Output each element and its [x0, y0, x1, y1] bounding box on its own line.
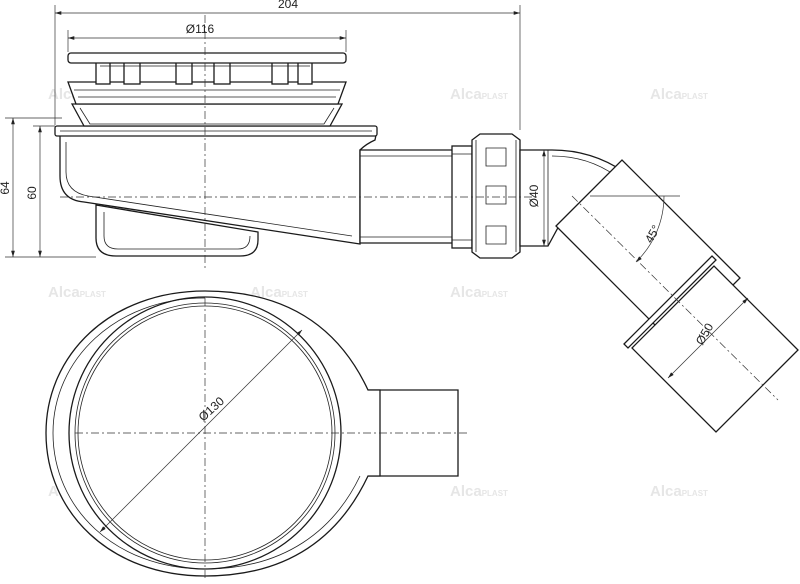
body-circle	[68, 296, 342, 570]
dim-grate-diameter: Ø116	[186, 22, 215, 36]
dim-outlet-diameter: Ø40	[527, 184, 541, 207]
trap-housing-inner	[65, 142, 353, 237]
side-view	[54, 15, 799, 433]
grate-ring	[67, 81, 347, 105]
watermark: AlcaPLAST	[450, 483, 508, 500]
dim-body-height: 60	[25, 186, 39, 200]
coupling-nut	[451, 133, 521, 259]
dim-total-height: 64	[0, 181, 12, 195]
watermark: AlcaPLAST	[48, 284, 106, 301]
grate-legs	[95, 61, 313, 85]
trap-cup-inner	[103, 212, 251, 250]
outlet-pipe	[359, 149, 459, 244]
grate-collar	[70, 103, 344, 127]
grate-plate	[67, 52, 347, 64]
dim-overall-length: 204	[278, 0, 298, 11]
watermark: AlcaPLAST	[450, 86, 508, 103]
trap-cup	[95, 204, 259, 257]
top-housing	[45, 290, 381, 577]
top-view	[45, 290, 468, 580]
watermark: AlcaPLAST	[650, 483, 708, 500]
watermark: AlcaPLAST	[650, 86, 708, 103]
watermark: AlcaPLAST	[450, 284, 508, 301]
